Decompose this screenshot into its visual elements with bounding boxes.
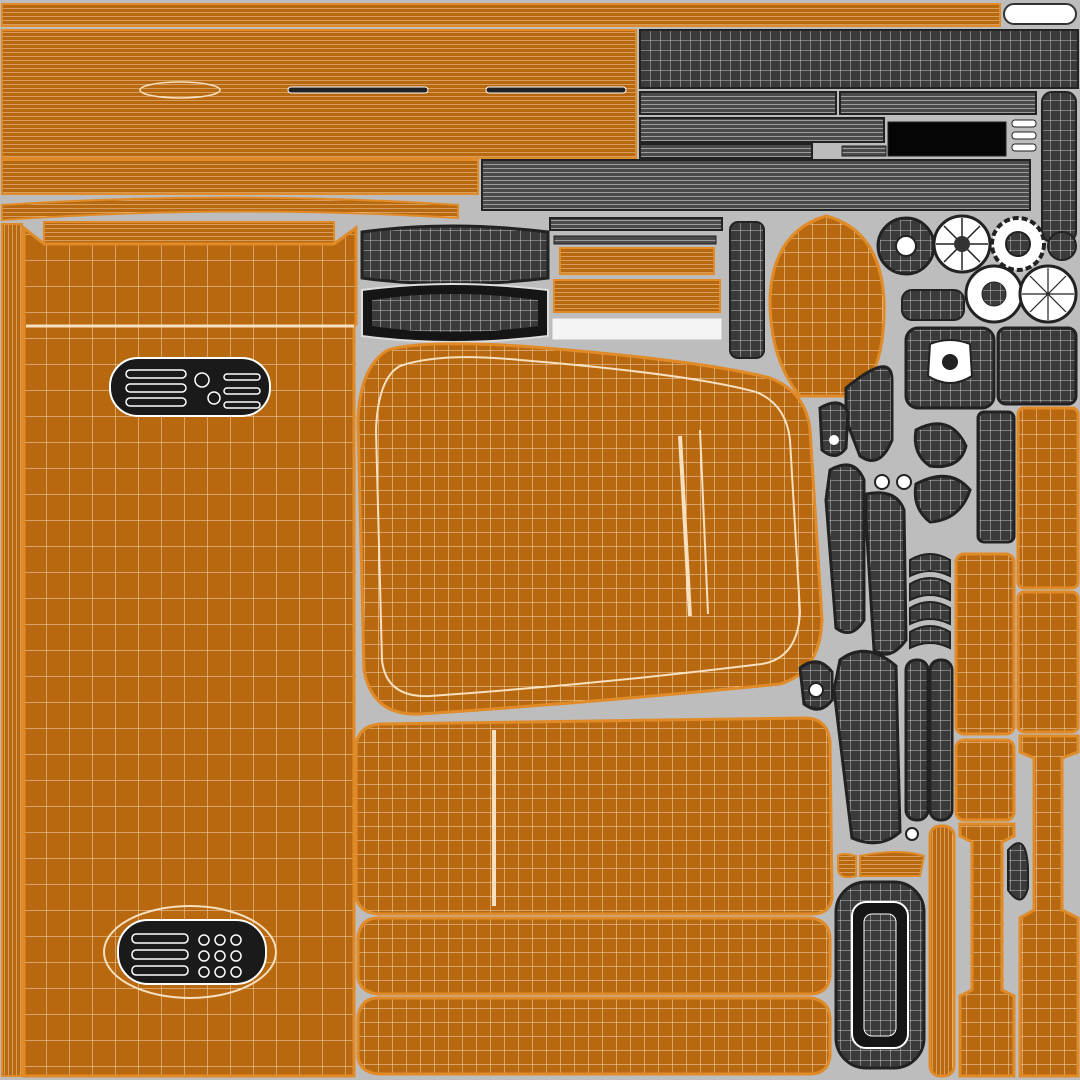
- seat-top-strip: [43, 221, 335, 245]
- small-leather-strips: [549, 217, 765, 359]
- right-leather-bars: [928, 406, 1080, 1078]
- plastic-panel-4: [639, 117, 885, 143]
- plastic-strip-group: [481, 29, 1079, 243]
- small-wheel: [1047, 231, 1077, 261]
- black-block: [887, 121, 1007, 157]
- strip-slot-1: [287, 86, 429, 94]
- plastic-panel-3: [839, 91, 1037, 115]
- seat-cushion-piece: [356, 342, 824, 716]
- ribbed-segments: [909, 553, 951, 650]
- plastic-panel-5: [639, 143, 813, 159]
- mid-strip: [1, 159, 479, 195]
- plastic-panel-wide: [481, 159, 1031, 211]
- small-clip-parts: [1011, 119, 1037, 152]
- dark-side-pads: [360, 224, 550, 343]
- curved-strip: [0, 196, 459, 222]
- round-parts: [876, 214, 1078, 324]
- top-right-pill: [1003, 3, 1077, 25]
- strip-slot-2: [485, 86, 627, 94]
- mechanism-blocks: [798, 326, 1078, 1070]
- oval-headrest-piece: [768, 214, 886, 398]
- lower-cushion-pieces: [354, 716, 834, 1076]
- top-wide-strip: [1, 29, 637, 159]
- top-thin-strip: [1, 3, 1001, 27]
- plastic-vertical-bar: [1041, 91, 1077, 243]
- lower-button-cluster: [117, 919, 267, 985]
- plastic-panel-top: [639, 29, 1079, 89]
- top-strip-group: [0, 3, 1077, 1077]
- strip-stitch-mark: [139, 81, 221, 99]
- plastic-panel-6: [841, 145, 887, 157]
- seat-back-panel: [22, 224, 358, 1078]
- left-vertical-strip: [1, 223, 23, 1077]
- lower-button-cluster-rim: [103, 905, 277, 999]
- plastic-panel-2: [639, 91, 837, 115]
